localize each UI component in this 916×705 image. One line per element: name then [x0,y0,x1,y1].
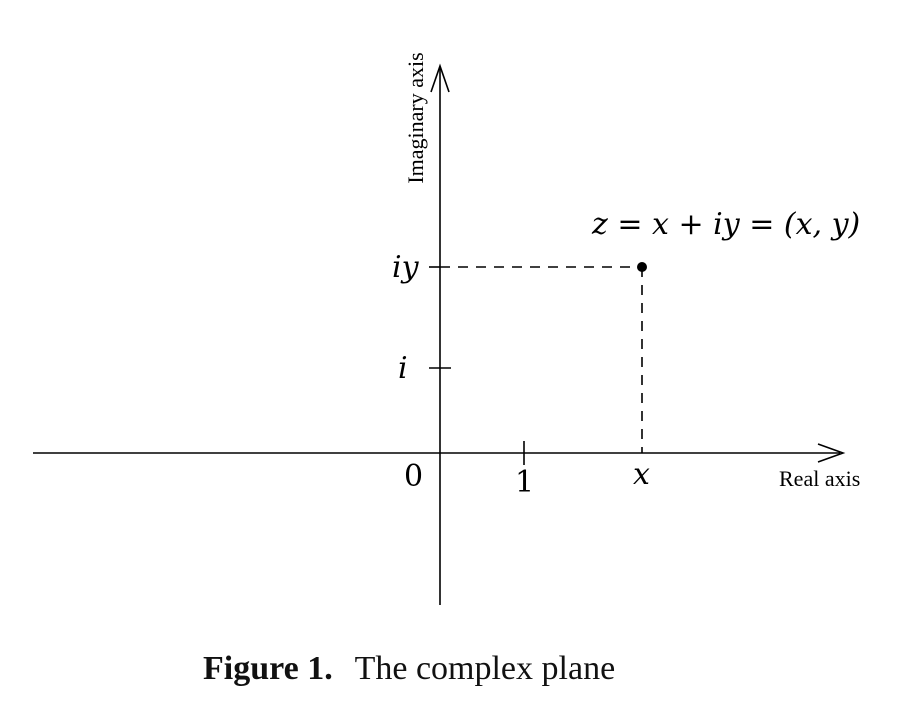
point-x-label: x [633,457,650,492]
point-y-label: iy [392,250,420,285]
figure-title: The complex plane [355,650,616,687]
point-z-label: z = x + iy = (x, y) [591,207,860,242]
origin-label: 0 [404,459,423,494]
tick-one-label: 1 [515,465,534,500]
real-axis-label: Real axis [779,466,860,491]
figure-number: Figure 1. [203,650,333,687]
tick-i-label: i [398,351,408,386]
imaginary-axis-arrowhead [430,63,450,93]
figure-caption: Figure 1. The complex plane [203,650,615,687]
point-z [637,262,647,272]
imaginary-axis-label: Imaginary axis [403,52,428,183]
real-axis-arrowhead [817,443,846,463]
